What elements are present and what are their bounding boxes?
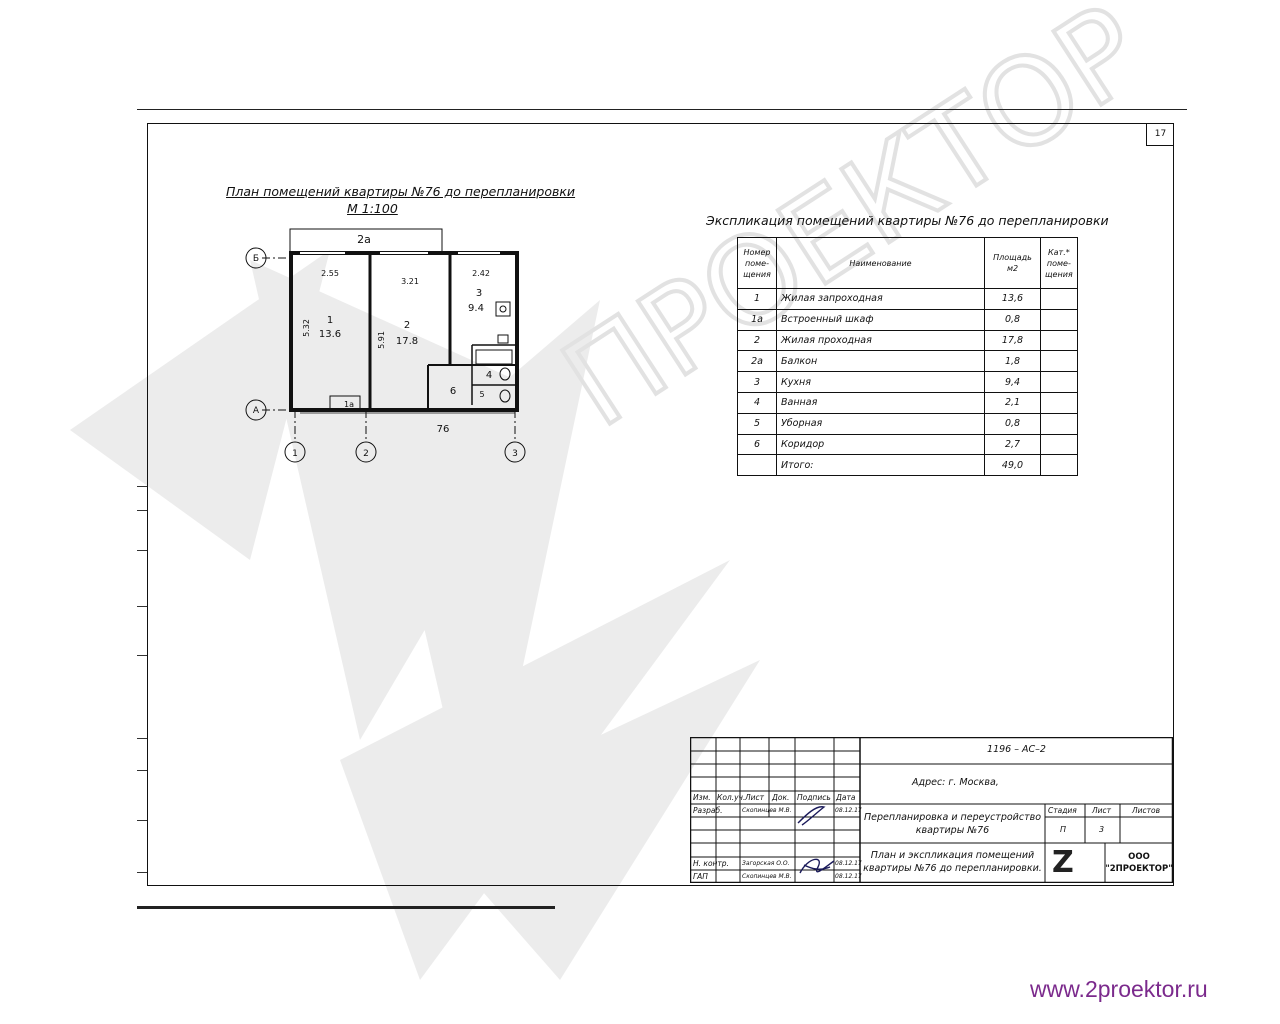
sheet-number: 17 [1146,123,1174,146]
person-name: Загорская О.О. [742,860,790,867]
dim-label: 2.42 [472,269,490,278]
sign-date: 08.12.17 [835,860,862,867]
drawing-frame [147,123,1174,886]
dim-label: 5.91 [377,331,386,349]
stage-header: Стадия [1048,806,1077,815]
stage-value: П [1060,825,1067,834]
sheet-edge-top [137,109,1187,110]
company-logo-icon: Z [1052,845,1074,880]
role-label: Разраб. [693,806,723,815]
col-data: Дата [836,793,856,802]
room-area: 9.4 [468,303,484,314]
address: Адрес: г. Москва, [912,777,999,788]
sign-date: 08.12.17 [835,807,862,814]
header-name: Наименование [776,237,985,289]
room-area: 17.8 [396,336,418,347]
closet [329,395,361,411]
col-izm: Изм. [693,793,711,802]
company-name: ООО"2ПРОЕКТОР" [1105,852,1173,874]
room-number: 5 [479,390,484,399]
axis-col-label: 3 [512,449,518,459]
table-row-total: Итого:49,0 [737,454,1078,477]
dim-label: 3.21 [401,277,419,286]
col-podpis: Подпись [797,793,831,802]
person-name: Скопинцев М.В. [742,807,792,814]
room-number: 1 [327,315,333,326]
person-name: Скопинцев М.В. [742,873,792,880]
room-number: 2 [404,320,410,331]
sign-date: 08.12.17 [835,873,862,880]
axis-row-label: Б [253,254,259,264]
balcony-label: 2а [357,233,371,246]
axis-col-label: 1 [292,449,298,459]
plan-title: План помещений квартиры №76 до переплани… [226,184,576,199]
dim-label: 5.32 [302,319,311,337]
stove [495,301,511,317]
col-dok: Док. [772,793,790,802]
room-number: 6 [450,386,456,397]
website-link[interactable]: www.2proektor.ru [1030,976,1208,1002]
room-number: 3 [476,288,482,299]
apartment-label: 76 [437,424,450,435]
room-number: 4 [486,370,492,381]
role-label: Н. контр. [693,859,729,868]
title-block: Изм. Кол.уч. Лист Док. Подпись Дата Разр… [690,737,1173,883]
header-category: Кат.*поме-щения [1040,237,1078,289]
list-value: 3 [1099,825,1105,834]
room-area: 13.6 [319,329,341,340]
plan-scale: М 1:100 [347,201,398,216]
role-label: ГАП [693,872,708,881]
sink [497,334,509,344]
bathtub [475,349,513,365]
title-block-grid [690,737,1173,883]
floor-plan: Б А 1 2 3 2а 76 2.55 3.21 2.42 5.32 5.91… [245,228,526,463]
signature [797,806,835,874]
explication-title: Экспликация помещений квартиры №76 до пе… [706,213,1109,228]
sheet-edge-bottom [137,906,555,909]
washbasin [499,367,511,381]
axis-row-label: А [253,406,260,416]
project-code: 1196 – АС–2 [987,744,1046,755]
listov-header: Листов [1132,806,1161,815]
room-number: 1а [344,400,354,409]
col-koluch: Кол.уч. [717,793,746,802]
axis-col-label: 2 [363,449,369,459]
list-header: Лист [1092,806,1112,815]
col-list: Лист [745,793,765,802]
dim-label: 2.55 [321,269,339,278]
toilet [499,389,511,403]
